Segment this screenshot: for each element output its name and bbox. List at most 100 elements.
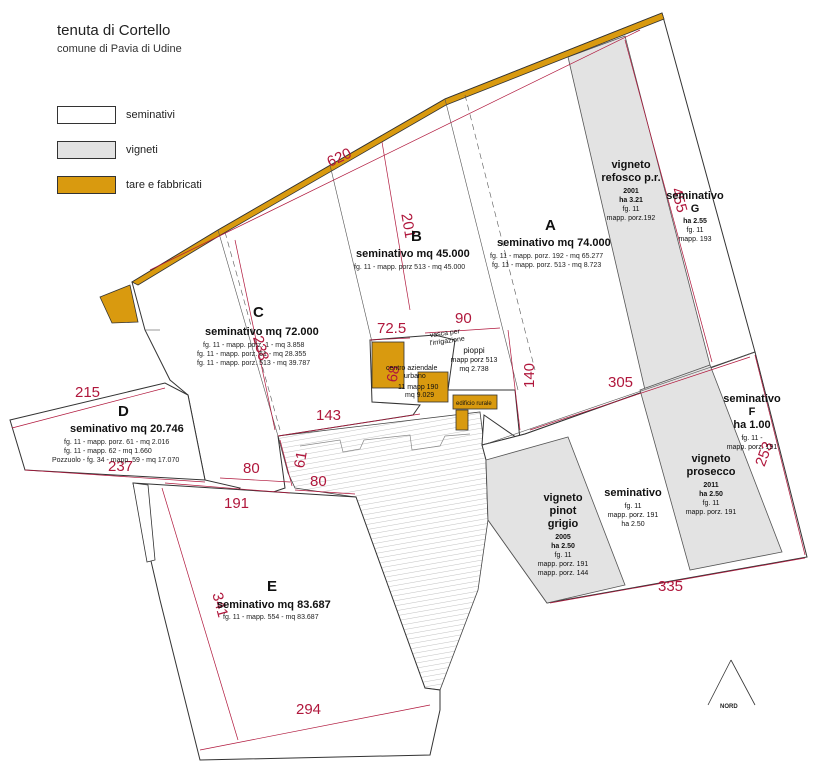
parcel-e-outline (132, 482, 441, 761)
parcel-d-letter: D (118, 403, 129, 420)
mid-l3: mapp. porz. 191 (608, 512, 659, 519)
centro-l1: centro aziendale (386, 365, 437, 372)
prosecco-label: vigneto prosecco 2011 ha 2.50 fg. 11 map… (686, 453, 737, 516)
pinot-l4: 2005 (555, 534, 571, 541)
prosecco-l2: prosecco (687, 466, 736, 478)
dim-238: 238 (249, 334, 272, 363)
pinot-l6: fg. 11 (555, 552, 572, 559)
parcel-a-letter: A (545, 217, 556, 234)
parcel-g-l4: fg. 11 (687, 227, 704, 234)
dashed-lines (224, 94, 536, 431)
farm-building-4 (455, 409, 469, 431)
farm-building-3 (452, 394, 498, 410)
parcel-d-title: seminativo mq 20.746 (70, 423, 184, 435)
parcel-g-label: seminativo G ha 2.55 fg. 11 mapp. 193 (666, 190, 724, 243)
dim-68: 68 (384, 364, 404, 383)
refosco-l4: ha 3.21 (619, 197, 643, 204)
parcel-e-line1: fg. 11 - mapp. 554 - mq 83.687 (223, 614, 319, 621)
edificio-label: edificio rurale (456, 401, 492, 407)
mid-l4: ha 2.50 (621, 521, 644, 528)
parcel-g-l1: seminativo (666, 190, 724, 202)
parcel-a-title: seminativo mq 74.000 (497, 237, 611, 249)
parcel-d-line1: fg. 11 - mapp. porz. 61 - mq 2.016 (64, 439, 169, 446)
pinot-l8: mapp. porz. 144 (538, 570, 589, 577)
vasca-l1: vasca per (429, 328, 461, 339)
parcel-c-title: seminativo mq 72.000 (205, 326, 319, 338)
farm-building-1 (371, 341, 405, 389)
north-arrow-right (730, 659, 756, 706)
road-corner-building (99, 284, 139, 324)
dim-215: 215 (75, 384, 100, 401)
refosco-l6: mapp. porz.192 (607, 215, 656, 222)
dim-201: 201 (397, 212, 418, 240)
pioppi-l3: mq 2.738 (459, 366, 488, 373)
map-subtitle: comune di Pavia di Udine (57, 43, 182, 55)
parcel-d-outline (9, 382, 206, 481)
parcel-c-line1: fg. 11 - mapp. porz. 1 - mq 3.858 (203, 342, 305, 349)
map-title: tenuta di Cortello (57, 22, 171, 39)
vasca-label: vasca per l'irrigazione (429, 328, 465, 347)
pinot-l5: ha 2.50 (551, 543, 575, 550)
parcel-a-line1: fg. 11 - mapp. porz. 192 - mq 65.277 (490, 253, 603, 260)
farm-building-2 (417, 371, 449, 403)
dim-335: 335 (658, 578, 683, 595)
mid-seminativo-label: seminativo fg. 11 mapp. porz. 191 ha 2.5… (604, 487, 662, 528)
dim-90: 90 (455, 310, 472, 327)
parcel-a-line2: fg. 11 - mapp. porz. 513 - mq 8.723 (492, 262, 601, 269)
pioppi-l2: mapp porz 513 (451, 357, 498, 364)
parcel-g-l2: G (691, 203, 700, 215)
dim-140: 140 (521, 363, 538, 388)
legend-swatch-seminativi (57, 106, 116, 124)
dim-341: 341 (208, 591, 231, 620)
dim-455: 455 (667, 186, 690, 215)
road-strip (131, 12, 665, 286)
division-lines (145, 98, 756, 446)
dim-294: 294 (296, 701, 321, 718)
parcel-d-line3: Pozzuolo - fg. 34 - mapp. 59 - mq 17.070 (52, 457, 179, 464)
parcel-f-l3: ha 1.00 (733, 419, 770, 431)
north-arrow-left (707, 659, 732, 706)
refosco-l3: 2001 (623, 188, 639, 195)
refosco-l5: fg. 11 (623, 206, 640, 213)
north-label: NORD (720, 704, 738, 710)
legend-swatch-vigneti (57, 141, 116, 159)
north-arrow (707, 659, 756, 706)
parcel-f-l1: seminativo (723, 393, 781, 405)
pinot-label: vigneto pinot grigio 2005 ha 2.50 fg. 11… (538, 492, 589, 577)
parcel-g-l5: mapp. 193 (678, 236, 711, 243)
refosco-l1: vigneto (611, 159, 650, 171)
legend-swatch-tare (57, 176, 116, 194)
dim-72-5: 72.5 (377, 320, 406, 337)
vineyard-pinot (485, 436, 626, 604)
parcel-e-title: seminativo mq 83.687 (217, 599, 331, 611)
dim-80a: 80 (243, 460, 260, 477)
prosecco-l5: fg. 11 (703, 500, 720, 507)
parcel-b-line1: fg. 11 - mapp. porz 513 - mq 45.000 (354, 264, 465, 271)
parcel-d-line2: fg. 11 - mapp. 62 - mq 1.660 (64, 448, 152, 455)
centro-l4: mq 9.029 (405, 392, 434, 399)
parcel-e-notch (132, 482, 156, 563)
vineyard-prosecco (639, 364, 783, 571)
dim-305: 305 (608, 374, 633, 391)
refosco-label: vigneto refosco p.r. 2001 ha 3.21 fg. 11… (601, 159, 660, 222)
legend-label-vigneti: vigneti (126, 144, 158, 156)
parcel-b-letter: B (411, 228, 422, 245)
prosecco-l1: vigneto (691, 453, 730, 465)
legend-label-seminativi: seminativi (126, 109, 175, 121)
mid-l1: seminativo (604, 487, 662, 499)
dim-237: 237 (108, 458, 133, 475)
pioppi-label: pioppi mapp porz 513 mq 2.738 (451, 346, 498, 373)
dimension-lines (11, 29, 806, 751)
parcel-f-l5: mapp. porz. 191 (727, 444, 778, 451)
parcel-f-label: seminativo F ha 1.00 fg. 11 - mapp. porz… (723, 393, 781, 451)
vasca-l2: l'irrigazione (429, 336, 465, 348)
centro-l3: 11 mapp 190 (398, 384, 438, 391)
dim-80b: 80 (310, 473, 327, 490)
parcel-f-l4: fg. 11 - (741, 435, 763, 442)
pinot-l7: mapp. porz. 191 (538, 561, 589, 568)
prosecco-l6: mapp. porz. 191 (686, 509, 737, 516)
refosco-l2: refosco p.r. (601, 172, 660, 184)
parcel-c-letter: C (253, 304, 264, 321)
dim-61: 61 (291, 450, 311, 469)
